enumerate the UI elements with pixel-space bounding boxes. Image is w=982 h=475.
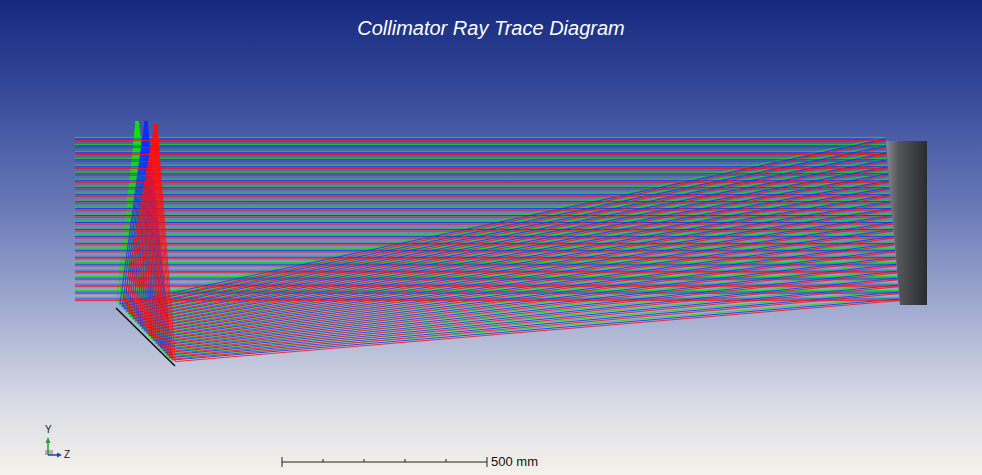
light-ray xyxy=(75,124,895,342)
light-ray xyxy=(75,124,896,349)
light-ray xyxy=(75,121,898,355)
light-ray xyxy=(75,121,894,341)
light-ray xyxy=(75,121,892,329)
light-ray xyxy=(75,124,885,306)
light-ray xyxy=(75,121,889,319)
light-ray xyxy=(75,124,896,347)
light-ray xyxy=(75,124,887,313)
axis-triad xyxy=(45,437,62,458)
light-ray xyxy=(75,121,899,356)
light-ray xyxy=(75,121,898,354)
fold-mirror xyxy=(116,308,175,366)
light-ray xyxy=(75,121,896,348)
diagram-title: Collimator Ray Trace Diagram xyxy=(357,17,624,40)
collimator-mirror xyxy=(886,141,927,305)
light-ray xyxy=(75,121,895,344)
light-ray xyxy=(75,124,898,357)
axis-label: Y xyxy=(45,424,52,435)
light-ray xyxy=(75,124,889,320)
light-ray xyxy=(75,124,892,332)
light-ray xyxy=(75,124,888,318)
light-ray xyxy=(75,121,897,351)
scale-bar xyxy=(282,457,487,467)
light-ray xyxy=(75,121,899,358)
light-ray xyxy=(75,121,898,353)
axis-label: Z xyxy=(64,449,70,460)
light-ray xyxy=(75,121,897,350)
ray-bundle xyxy=(75,121,900,362)
light-ray xyxy=(75,124,893,335)
light-ray xyxy=(75,124,898,354)
scale-label: 500 mm xyxy=(491,454,538,469)
light-ray xyxy=(75,124,891,328)
light-ray xyxy=(75,124,894,340)
light-ray xyxy=(75,124,897,352)
light-ray xyxy=(75,121,897,349)
light-ray xyxy=(75,121,889,317)
light-ray xyxy=(75,124,900,362)
light-ray xyxy=(75,124,899,359)
light-ray xyxy=(75,121,899,358)
light-ray xyxy=(75,121,899,360)
